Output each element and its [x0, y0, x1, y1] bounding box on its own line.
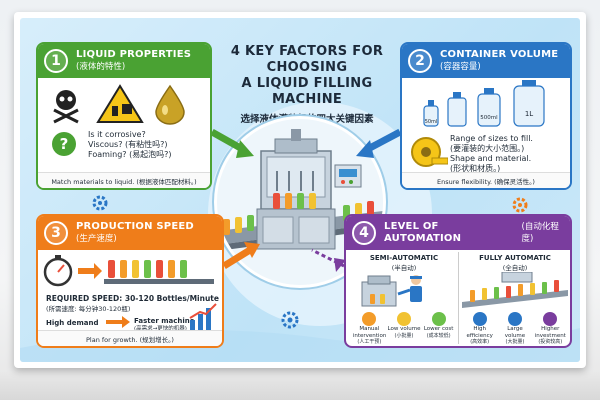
card-title-chinese: (液体的特性): [76, 62, 126, 72]
bottle-label-1l: 1L: [524, 110, 534, 118]
bottle-icon: [513, 80, 545, 127]
operator-icon: [361, 275, 422, 307]
column-divider: [458, 252, 459, 344]
card-title-chinese: (生产速度): [76, 234, 117, 244]
card-title: LIQUID PROPERTIES: [76, 49, 192, 60]
bottle-icon: [447, 92, 467, 127]
title-line-2: A LIQUID FILLING MACHINE: [241, 76, 373, 107]
large-volume-icon: [507, 312, 522, 326]
card-header: 3 PRODUCTION SPEED (生产速度): [38, 216, 222, 250]
card-title: CONTAINER VOLUME: [440, 49, 559, 60]
skull-crossbones-icon: [53, 90, 79, 124]
liquid-questions: Is it corrosive? Viscous? (有粘性吗?) Foamin…: [88, 130, 208, 160]
fully-automatic-title-chinese: (全自动): [502, 264, 528, 272]
card-level-of-automation: 4 LEVEL OF AUTOMATION (自动化程度) SEMI-AUTOM…: [344, 214, 572, 348]
bottle-sizes-illustration: [423, 80, 545, 127]
growth-chart-icon: [189, 303, 217, 330]
high-demand-label: High demand: [46, 319, 99, 327]
arrow-right-icon: [106, 316, 130, 328]
card-footer: Ensure flexibility. (确保灵活性。): [402, 172, 570, 188]
point-higher-investment: Higher investment (投资较高): [533, 312, 567, 345]
semi-automatic-column: SEMI-AUTOMATIC (半自动): [352, 254, 456, 272]
required-speed: REQUIRED SPEED: 30-120 Bottles/Minute: [46, 294, 219, 303]
card-header: 4 LEVEL OF AUTOMATION (自动化程度): [346, 216, 570, 250]
point-large-volume: Large volume (大批量): [498, 312, 532, 345]
card-container-volume: 2 CONTAINER VOLUME (容器容量) 50ml 500ml 1L: [400, 42, 572, 190]
point-high-efficiency: High efficiency (高效率): [463, 312, 497, 345]
bottle-row-icon: [104, 260, 214, 284]
card-header: 1 LIQUID PROPERTIES (液体的特性): [38, 44, 210, 78]
bottle-icon: [423, 100, 439, 127]
production-line-icon: [462, 272, 568, 308]
corrosive-warning-icon: [96, 84, 144, 123]
oil-drop-icon: [155, 84, 185, 125]
fully-automatic-column: FULLY AUTOMATIC (全自动): [462, 254, 568, 272]
note-shape-material-chinese: (形状和材质。): [450, 164, 501, 173]
speed-illustration: [43, 255, 214, 287]
question-corrosive: Is it corrosive?: [88, 130, 146, 139]
speed-arrow-icon: [78, 263, 102, 279]
point-lower-cost: Lower cost (成本较低): [422, 312, 455, 345]
faster-machine-label: Faster machine: [134, 317, 195, 325]
note-shape-material: Shape and material.: [450, 154, 532, 163]
floor: [0, 372, 600, 400]
fully-automatic-title: FULLY AUTOMATIC: [479, 254, 551, 262]
card-title: PRODUCTION SPEED: [76, 221, 194, 232]
cost-icon: [431, 312, 446, 326]
bottle-label-50ml: 50ml: [424, 119, 438, 125]
point-manual-intervention: Manual intervention (人工干预): [353, 312, 386, 345]
factor-number: 4: [352, 221, 376, 245]
factor-number: 2: [408, 49, 432, 73]
semi-automatic-points: Manual intervention (人工干预) Low volume (小…: [352, 312, 456, 345]
efficiency-icon: [472, 312, 487, 326]
factor-number: 1: [44, 49, 68, 73]
main-title: 4 KEY FACTORS FOR CHOOSING A LIQUID FILL…: [214, 44, 400, 125]
question-foaming: Foaming? (易起泡吗?): [88, 150, 172, 159]
card-header: 2 CONTAINER VOLUME (容器容量): [402, 44, 570, 78]
card-liquid-properties: 1 LIQUID PROPERTIES (液体的特性) ? Is it corr…: [36, 42, 212, 190]
container-notes: Range of sizes to fill. (要灌装的大小范围。) Shap…: [450, 134, 570, 174]
title-line-1: 4 KEY FACTORS FOR CHOOSING: [230, 44, 384, 75]
faster-machine-chinese: (高需求→更快的机器): [134, 326, 187, 332]
bottle-label-500ml: 500ml: [480, 115, 498, 121]
investment-icon: [543, 312, 558, 326]
card-title: LEVEL OF AUTOMATION: [384, 221, 462, 244]
hand-icon: [362, 312, 377, 326]
note-size-range: Range of sizes to fill.: [450, 134, 533, 143]
semi-automatic-title-chinese: (半自动): [391, 264, 417, 272]
stopwatch-icon: [43, 255, 73, 287]
required-speed-chinese: (所需速度: 每分钟30-120瓶): [46, 305, 131, 313]
factor-number: 3: [44, 221, 68, 245]
card-footer: Match materials to liquid. (根据液体匹配材料。): [38, 172, 210, 188]
hazard-icons: [53, 84, 185, 125]
card-title-chinese: (容器容量): [440, 62, 481, 72]
question-mark-icon: ?: [52, 132, 76, 156]
tape-measure-icon: [411, 137, 448, 167]
low-volume-icon: [396, 312, 411, 326]
fully-automatic-points: High efficiency (高效率) Large volume (大批量)…: [462, 312, 568, 345]
bottle-icon: [477, 88, 501, 127]
card-production-speed: 3 PRODUCTION SPEED (生产速度) REQUIRED SPEED…: [36, 214, 224, 348]
point-low-volume: Low volume (小批量): [387, 312, 420, 345]
semi-automatic-title: SEMI-AUTOMATIC: [369, 254, 439, 262]
note-size-range-chinese: (要灌装的大小范围。): [450, 144, 525, 153]
card-title-chinese: (自动化程度): [521, 222, 559, 244]
card-footer: Plan for growth. (规划增长。): [38, 330, 222, 346]
question-viscous: Viscous? (有粘性吗?): [88, 140, 168, 149]
